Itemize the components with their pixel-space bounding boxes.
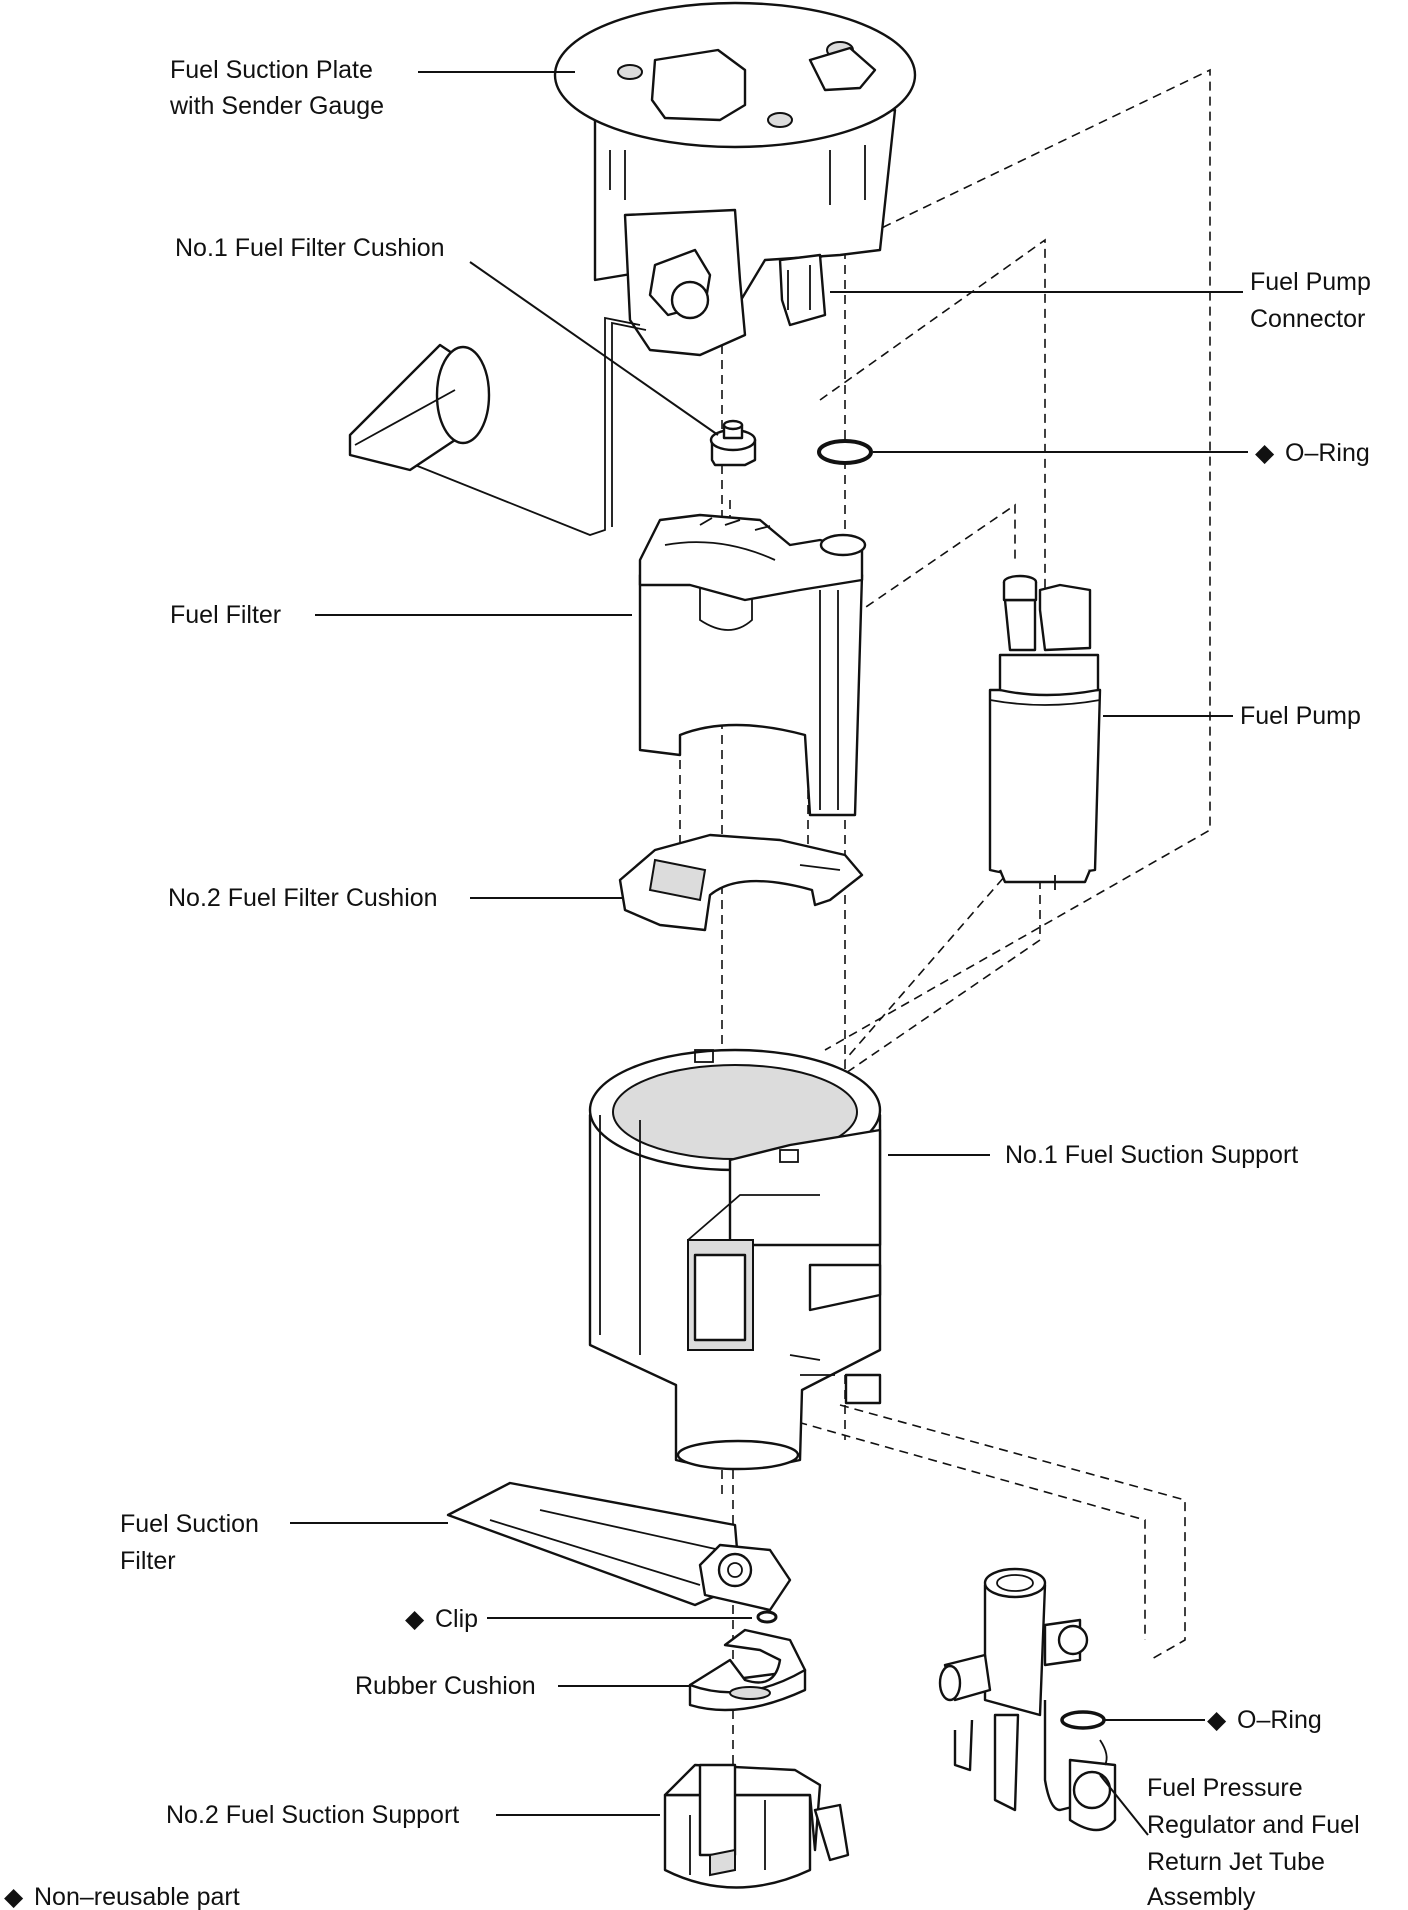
label-fuel-pump: Fuel Pump [1240, 702, 1361, 730]
label-fuel-pressure-regulator-line1: Fuel Pressure [1147, 1774, 1303, 1802]
label-clip-marker: ◆ [405, 1605, 425, 1633]
no2-fuel-suction-support [663, 1763, 850, 1889]
label-no1-fuel-suction-support: No.1 Fuel Suction Support [1005, 1141, 1298, 1169]
legend-marker: ◆ [4, 1883, 24, 1910]
leader-lines [290, 71, 1248, 1836]
label-fuel-suction-filter-line1: Fuel Suction [120, 1510, 259, 1538]
fuel-filter [638, 513, 867, 817]
label-fuel-pump-connector-line1: Fuel Pump [1250, 268, 1371, 296]
fuel-suction-filter [446, 1481, 792, 1612]
label-o-ring-top: O–Ring [1285, 439, 1370, 467]
o-ring-bottom [1060, 1710, 1106, 1730]
label-fuel-filter: Fuel Filter [170, 601, 281, 629]
label-no2-fuel-suction-support: No.2 Fuel Suction Support [166, 1801, 459, 1829]
label-fuel-suction-plate-line1: Fuel Suction Plate [170, 56, 373, 84]
rubber-cushion [688, 1628, 807, 1712]
label-fuel-suction-plate-line2: with Sender Gauge [169, 92, 384, 120]
no2-fuel-filter-cushion [618, 833, 864, 932]
legend-non-reusable-part: Non–reusable part [34, 1883, 240, 1910]
label-fuel-pressure-regulator-line2: Regulator and Fuel [1147, 1811, 1360, 1839]
label-fuel-pressure-regulator-line3: Return Jet Tube [1147, 1848, 1325, 1876]
label-fuel-pressure-regulator-line4: Assembly [1147, 1883, 1256, 1910]
no1-fuel-suction-support [588, 1048, 882, 1471]
label-rubber-cushion: Rubber Cushion [355, 1672, 536, 1700]
label-o-ring-top-marker: ◆ [1255, 439, 1275, 467]
label-no2-fuel-filter-cushion: No.2 Fuel Filter Cushion [168, 884, 438, 912]
label-fuel-pump-connector-line2: Connector [1250, 305, 1365, 333]
label-clip: Clip [435, 1605, 478, 1633]
fuel-suction-plate-with-sender-gauge [348, 1, 917, 536]
label-o-ring-bottom: O–Ring [1237, 1706, 1322, 1734]
o-ring-top [817, 439, 873, 465]
part-labels: Fuel Suction Plate with Sender Gauge No.… [4, 56, 1371, 1910]
label-o-ring-bottom-marker: ◆ [1207, 1706, 1227, 1734]
label-fuel-suction-filter-line2: Filter [120, 1547, 176, 1575]
fuel-pressure-regulator-assembly [938, 1567, 1117, 1832]
clip [756, 1610, 778, 1624]
fuel-pump [988, 574, 1102, 890]
no1-fuel-filter-cushion [709, 419, 757, 467]
label-no1-fuel-filter-cushion: No.1 Fuel Filter Cushion [175, 234, 445, 262]
